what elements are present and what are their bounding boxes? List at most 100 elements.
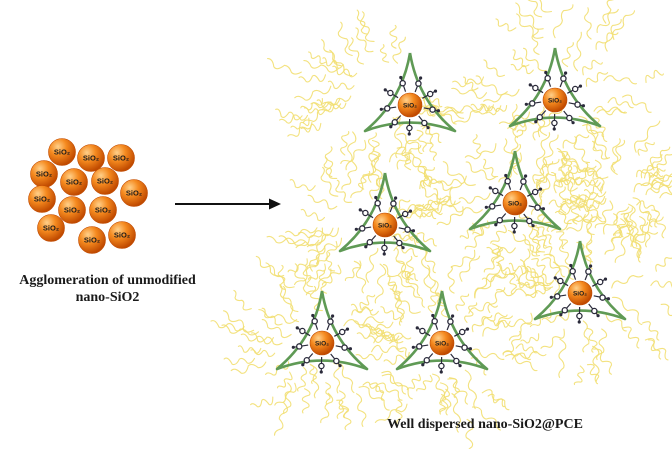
anchor-ring — [421, 119, 428, 127]
side-chain — [585, 162, 601, 180]
sio2-sphere — [120, 179, 148, 207]
side-chain — [447, 378, 469, 405]
side-chain — [396, 144, 422, 170]
side-chain — [612, 10, 636, 40]
side-chain — [585, 239, 593, 263]
side-chain — [607, 97, 634, 109]
side-chain — [474, 275, 508, 299]
side-chain — [535, 132, 551, 170]
side-chain — [541, 311, 570, 324]
side-chain — [306, 245, 326, 269]
side-chain — [325, 382, 332, 405]
side-chain — [273, 401, 288, 436]
side-chain — [602, 206, 630, 235]
anchor-ring — [560, 75, 567, 82]
side-chain — [283, 382, 292, 415]
anchor-ring — [362, 209, 369, 217]
side-chain — [448, 377, 460, 399]
anchor-ring — [526, 217, 533, 225]
modified-sio2-unit: SiO₂ — [275, 290, 369, 374]
side-chain — [404, 150, 412, 171]
side-chain — [656, 153, 672, 173]
side-chain — [394, 297, 404, 326]
anchor-tip — [569, 263, 573, 268]
anchor-ring — [453, 357, 460, 365]
sio2-particle-label: SiO₂ — [83, 154, 99, 163]
side-chain — [528, 225, 546, 253]
side-chain — [404, 152, 429, 180]
side-chain — [613, 218, 627, 237]
anchor-tip — [431, 313, 435, 318]
side-chain — [483, 248, 501, 273]
sio2-sphere — [502, 190, 528, 216]
side-chain — [389, 136, 421, 163]
side-chain — [515, 2, 544, 30]
sio2-particle-label: SiO₂ — [34, 195, 50, 204]
side-chain — [250, 332, 283, 346]
side-chain — [568, 177, 599, 186]
side-chain — [648, 339, 662, 360]
side-chain — [343, 316, 384, 327]
side-chain — [250, 396, 274, 408]
side-chain — [603, 75, 637, 85]
side-chain — [482, 312, 508, 326]
anchor-tip — [549, 295, 553, 299]
side-chain — [558, 338, 567, 378]
anchor-ring — [381, 244, 388, 252]
side-chain — [416, 129, 427, 152]
anchor-tip — [358, 208, 362, 212]
side-chain — [298, 74, 327, 83]
side-chain — [381, 373, 413, 400]
anchor-ring — [431, 317, 438, 325]
anchor-tip — [383, 88, 387, 92]
side-chain — [341, 161, 358, 190]
side-chain — [300, 122, 322, 133]
sio2-particle: SiO₂ — [542, 87, 568, 113]
side-chain — [573, 31, 582, 72]
side-chain — [469, 348, 505, 361]
sio2-sphere — [429, 330, 455, 356]
side-chain — [464, 226, 485, 250]
anchor-ring — [544, 74, 551, 82]
side-chain — [369, 174, 386, 200]
side-chain — [486, 246, 516, 254]
side-chain — [586, 327, 598, 353]
side-chain — [628, 203, 637, 236]
anchor-ring — [596, 278, 604, 286]
side-chain — [285, 227, 318, 237]
anchor-ring — [391, 118, 399, 126]
side-chain — [592, 117, 606, 138]
side-chain — [289, 179, 316, 191]
side-chain — [573, 165, 596, 177]
side-chain — [428, 200, 456, 214]
side-chain — [596, 108, 628, 116]
side-chain — [555, 231, 568, 250]
side-chain — [496, 318, 533, 328]
side-chain — [464, 369, 477, 410]
anchor-ring — [536, 113, 544, 121]
side-chain — [367, 153, 380, 183]
side-chain — [287, 258, 308, 273]
side-chain — [340, 131, 350, 156]
side-chain — [640, 182, 672, 195]
anchor-ring — [387, 89, 394, 97]
anchor-ring — [566, 114, 573, 122]
anchor-tip — [408, 209, 413, 213]
anchor-ring — [492, 187, 499, 195]
side-chain — [365, 325, 395, 339]
side-chain — [472, 220, 490, 236]
side-chain — [633, 174, 665, 193]
side-chain — [531, 28, 540, 55]
side-chain — [516, 13, 544, 39]
side-chain — [593, 105, 626, 114]
sio2-sphere — [108, 221, 136, 249]
side-chain — [596, 328, 608, 361]
side-chain — [222, 310, 255, 333]
sio2-particle: SiO₂ — [48, 138, 76, 166]
side-chain — [341, 405, 352, 431]
side-chain — [356, 329, 385, 339]
side-chain-cloud — [267, 9, 465, 200]
side-chain — [393, 293, 405, 323]
side-chain — [552, 261, 561, 299]
